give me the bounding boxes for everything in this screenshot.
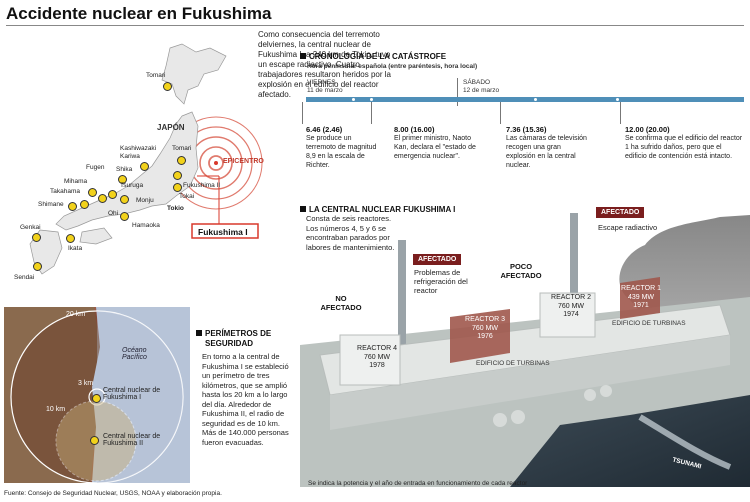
plant-heading: LA CENTRAL NUCLEAR FUKUSHIMA I <box>300 205 455 214</box>
radiation-icon <box>173 171 182 180</box>
event-connector <box>620 102 621 124</box>
timeline-marker <box>369 97 374 102</box>
radiation-icon <box>108 190 117 199</box>
page-title: Accidente nuclear en Fukushima <box>6 4 272 23</box>
ocean-area <box>92 307 190 483</box>
japan-map <box>29 43 263 275</box>
place-label: Tomari <box>146 72 166 79</box>
place-label: Shika <box>116 166 133 173</box>
title-divider <box>6 25 744 26</box>
timeline-marker <box>533 97 538 102</box>
timeline-event: 7.36 (15.36)Las cámaras de televisión re… <box>506 125 587 169</box>
timeline-event: 8.00 (16.00)El primer ministro, Naoto Ka… <box>394 125 476 160</box>
place-label: Hamaoka <box>132 222 160 229</box>
place-label: Kashiwazaki Kariwa <box>120 145 157 160</box>
place-label: Monju <box>136 197 154 204</box>
radiation-icon <box>140 162 149 171</box>
shikoku-shape <box>79 227 113 245</box>
place-label: Mihama <box>64 178 88 185</box>
place-label: Tomari <box>172 145 192 152</box>
radiation-icon <box>90 436 99 445</box>
radiation-icon <box>33 262 42 271</box>
timeline-marker <box>351 97 356 102</box>
land-area <box>4 307 100 483</box>
affected-text-reactor-1: Escape radiactivo <box>598 223 658 232</box>
fukushima-callout-label: Fukushima I <box>198 227 248 237</box>
place-label: Ohi <box>108 210 119 217</box>
place-label: Fugen <box>86 164 105 171</box>
radius-10km-label: 10 km <box>46 406 66 413</box>
country-label: JAPÓN <box>157 123 185 132</box>
place-label: Takahama <box>50 188 80 195</box>
perimeter-text: En torno a la central de Fukushima I se … <box>202 352 289 447</box>
place-label: Tsuruga <box>120 182 144 189</box>
intro-text: Como consecuencia del terremoto delviern… <box>258 30 391 99</box>
radius-3km-label: 3 km <box>78 380 94 387</box>
day-separator <box>457 78 458 106</box>
event-connector <box>302 102 303 124</box>
place-label: Tokai <box>179 193 195 200</box>
affected-text-reactor-3: Problemas de refrigeración del reactor <box>414 268 468 295</box>
place-label: Shimane <box>38 201 64 208</box>
place-label: Fukushima II <box>183 182 221 189</box>
plant-2-label: Central nuclear de Fukushima II <box>103 433 161 447</box>
place-label: Genkai <box>20 224 41 231</box>
no-afectado-label: NO AFECTADO <box>320 294 362 312</box>
perimeter-heading: PERÍMETROS DE SEGURIDAD <box>196 329 291 349</box>
ocean-label: Océano Pacífico <box>122 347 147 361</box>
place-label: Ikata <box>68 245 83 252</box>
radiation-icon <box>120 212 129 221</box>
radius-20km-label: 20 km <box>66 311 86 318</box>
timeline-event: 12.00 (20.00)Se confirma que el edificio… <box>625 125 743 160</box>
place-label: Tokio <box>167 205 184 212</box>
source-note: Fuente: Consejo de Seguridad Nuclear, US… <box>4 490 222 497</box>
sea-area <box>510 395 750 487</box>
radiation-icon <box>163 82 172 91</box>
radiation-icon <box>68 202 77 211</box>
place-label: Sendai <box>14 274 35 281</box>
turbine-building-label: EDIFICIO DE TURBINAS <box>612 320 686 327</box>
radiation-icon <box>88 188 97 197</box>
plant-footnote: Se indica la potencia y el año de entrad… <box>308 480 528 487</box>
radiation-icon <box>98 194 107 203</box>
plant-intro-text: Consta de seis reactores. Los números 4,… <box>306 214 395 252</box>
timeline-bar <box>306 97 744 102</box>
poco-afectado-label: POCO AFECTADO <box>500 262 542 280</box>
hokkaido-shape <box>161 43 227 105</box>
event-connector <box>371 102 372 124</box>
radiation-icon <box>118 175 127 184</box>
plant-1-label: Central nuclear de Fukushima I <box>103 387 161 401</box>
timeline-marker <box>615 97 620 102</box>
event-connector <box>500 102 501 124</box>
radiation-icon <box>92 394 101 403</box>
radiation-icon <box>120 195 129 204</box>
turbine-building-label: EDIFICIO DE TURBINAS <box>476 360 550 367</box>
plant-illustration <box>300 213 750 487</box>
timeline-subheading: Hora peninsular española (entre paréntes… <box>307 63 478 70</box>
timeline-heading: CRONOLOGÍA DE LA CATÁSTROFE <box>300 52 446 61</box>
timeline-event: 6.46 (2.46)Se produce un terremoto de ma… <box>306 125 377 169</box>
affected-tag-reactor-1: AFECTADO <box>596 207 645 218</box>
radiation-icon <box>32 233 41 242</box>
radiation-icon <box>66 234 75 243</box>
epicenter-label: EPICENTRO <box>223 158 264 165</box>
radiation-icon <box>173 183 182 192</box>
affected-tag-reactor-3: AFECTADO <box>413 254 462 265</box>
fukushima-callout-box <box>191 223 259 239</box>
radiation-icon <box>177 156 186 165</box>
radiation-icon <box>80 200 89 209</box>
